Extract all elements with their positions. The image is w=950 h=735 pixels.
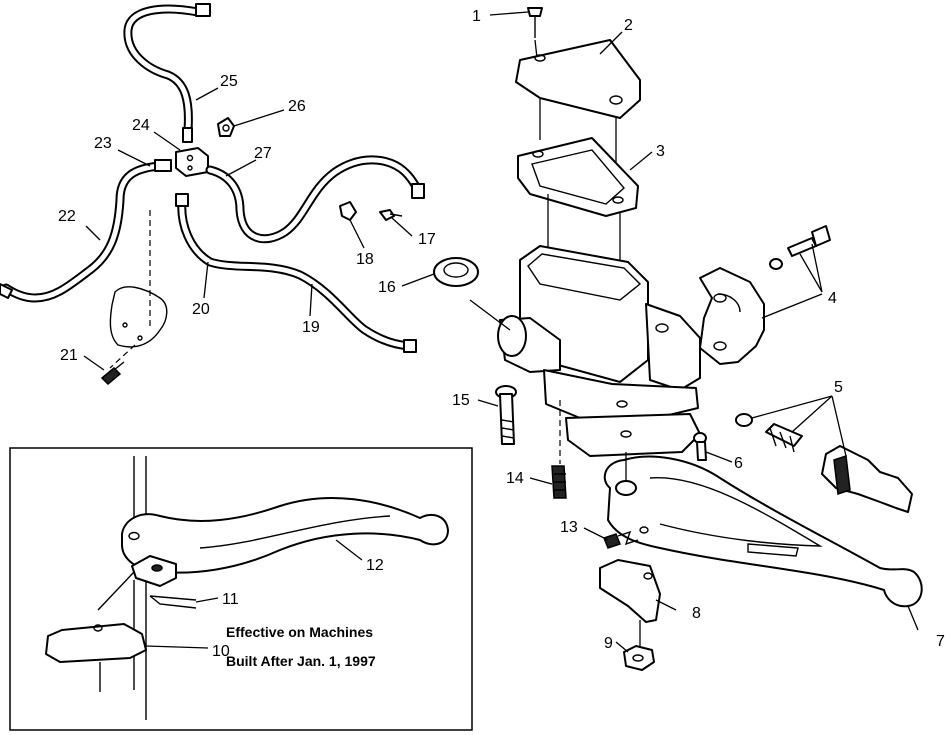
cover-screw-1 [527,7,543,38]
callout-26: 26 [288,98,306,115]
callout-13: 13 [560,519,578,536]
callout-27: 27 [254,145,272,162]
inset-panel: Effective on Machines Built After Jan. 1… [9,447,473,731]
inset-note-line2: Built After Jan. 1, 1997 [226,653,376,669]
callout-labels: 1 2 3 4 5 6 7 8 9 10 11 12 13 14 15 16 1… [58,8,945,660]
callout-25: 25 [220,73,238,90]
pivot-bolt-15 [495,385,517,445]
hose-clip-18 [339,201,357,221]
junction-block-24 [175,147,209,177]
handlebar-clamp-4 [699,267,765,365]
screw-14 [551,465,567,499]
callout-leaders [83,11,919,653]
lock-nut-9 [623,645,655,671]
callout-10: 10 [212,643,230,660]
callout-4: 4 [828,290,837,307]
callout-8: 8 [692,605,701,622]
callout-5: 5 [834,379,843,396]
callout-23: 23 [94,135,112,152]
clamp-bolt-4 [769,225,831,270]
brake-lever-12 [121,497,449,574]
callout-24: 24 [132,117,150,134]
brake-hose-assembly [0,3,425,386]
piston-kit-5 [735,413,913,513]
callout-16: 16 [378,279,396,296]
callout-7: 7 [936,633,945,650]
hose-25-fitting [195,3,211,17]
lever-stop-block [131,555,177,587]
lever-pin-6 [693,432,707,461]
lever-block-8 [599,559,661,623]
master-cylinder-assembly [433,7,923,671]
callout-6: 6 [734,455,743,472]
callout-12: 12 [366,557,384,574]
inset-note-line1: Effective on Machines [226,624,373,640]
inset-frame [9,447,473,731]
callout-9: 9 [604,635,613,652]
callout-22: 22 [58,208,76,225]
bolt-21 [100,361,125,386]
brake-lever-7 [603,455,923,608]
callout-15: 15 [452,392,470,409]
callout-18: 18 [356,251,374,268]
reservoir-diaphragm-3 [517,137,639,217]
reservoir-cover-2 [515,39,641,119]
callout-20: 20 [192,301,210,318]
callout-1: 1 [472,8,481,25]
bleeder-valve-26 [217,117,235,137]
lever-block-10 [45,623,147,663]
spring-13 [603,530,639,549]
master-cylinder-body [497,245,701,457]
callout-19: 19 [302,319,320,336]
callout-14: 14 [506,470,524,487]
hose-clip-17 [379,209,403,221]
seal-ring-16 [433,257,479,287]
frame-section [109,286,168,348]
callout-2: 2 [624,17,633,34]
callout-3: 3 [656,143,665,160]
callout-11: 11 [222,591,239,608]
callout-21: 21 [60,347,78,364]
callout-17: 17 [418,231,436,248]
spring-clip-11 [149,595,197,609]
